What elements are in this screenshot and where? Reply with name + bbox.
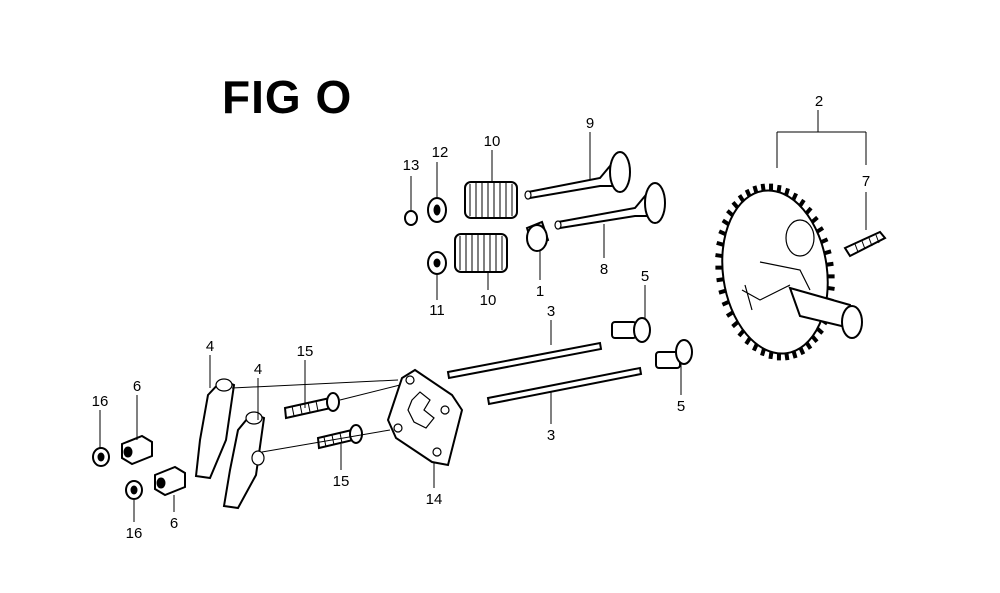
tappet-upper bbox=[611, 317, 651, 343]
valve-stem-seal bbox=[525, 220, 550, 252]
callouts: 13 12 10 9 2 7 11 10 1 8 5 3 4 4 15 16 6… bbox=[92, 93, 871, 542]
callout-6-upper: 6 bbox=[133, 378, 141, 395]
callout-3-lower: 3 bbox=[547, 427, 555, 444]
rocker-arm-upper bbox=[194, 378, 236, 480]
callout-5-lower: 5 bbox=[677, 398, 685, 415]
gear-tooth bbox=[810, 335, 819, 344]
gear-tooth bbox=[827, 285, 835, 291]
gear-tooth bbox=[721, 218, 730, 226]
gear-tooth bbox=[791, 350, 798, 359]
gear-tooth bbox=[823, 249, 832, 256]
callout-12: 12 bbox=[432, 144, 449, 161]
pivot-lock-nut-upper bbox=[92, 447, 110, 467]
gear-tooth bbox=[810, 215, 819, 224]
callout-10-lower: 10 bbox=[480, 292, 497, 309]
intake-valve bbox=[524, 151, 631, 200]
rocker-pivot-bolt-lower bbox=[316, 424, 363, 450]
callout-7: 7 bbox=[862, 173, 870, 190]
alignment-lines bbox=[231, 379, 401, 453]
pivot-adjusting-nut-upper bbox=[121, 434, 153, 466]
tappet-lower bbox=[655, 339, 693, 369]
valve-spring-lower bbox=[454, 233, 508, 273]
callout-14: 14 bbox=[426, 491, 443, 508]
camshaft-pin bbox=[843, 230, 887, 258]
pivot-adjusting-nut-lower bbox=[154, 465, 186, 497]
gear-tooth bbox=[718, 229, 727, 237]
valve-keeper bbox=[404, 210, 418, 226]
rocker-arm-lower bbox=[222, 411, 266, 510]
exhaust-valve bbox=[554, 182, 666, 230]
gear-tooth bbox=[744, 337, 752, 346]
gear-tooth bbox=[731, 200, 740, 209]
callout-9: 9 bbox=[586, 115, 594, 132]
gear-tooth bbox=[784, 352, 790, 361]
push-rod-upper bbox=[446, 341, 603, 380]
gear-tooth bbox=[820, 237, 829, 245]
callout-3-upper: 3 bbox=[547, 303, 555, 320]
gear-tooth bbox=[721, 299, 730, 307]
callout-2: 2 bbox=[815, 93, 823, 110]
gear-tooth bbox=[731, 320, 740, 329]
valve-retainer-lower bbox=[427, 251, 447, 275]
callout-16-lower: 16 bbox=[126, 525, 143, 542]
callout-1: 1 bbox=[536, 283, 544, 300]
callout-8: 8 bbox=[600, 261, 608, 278]
leader-lines bbox=[99, 110, 867, 522]
gear-tooth bbox=[737, 329, 746, 338]
gear-tooth bbox=[816, 327, 824, 335]
callout-10-upper: 10 bbox=[484, 133, 501, 150]
gear-tooth bbox=[752, 185, 759, 194]
gear-tooth bbox=[716, 277, 724, 283]
push-rod-lower bbox=[486, 366, 643, 406]
gear-tooth bbox=[798, 198, 806, 207]
callout-6-lower: 6 bbox=[170, 515, 178, 532]
callout-4-upper: 4 bbox=[206, 338, 214, 355]
gear-tooth bbox=[804, 206, 813, 215]
gear-tooth bbox=[826, 261, 834, 267]
gear-tooth bbox=[791, 192, 798, 201]
gear-tooth bbox=[760, 183, 766, 192]
gear-tooth bbox=[718, 288, 727, 295]
callout-15-upper: 15 bbox=[297, 343, 314, 360]
rocker-arm-plate bbox=[386, 368, 464, 467]
gear-tooth bbox=[752, 343, 759, 352]
callout-4-lower: 4 bbox=[254, 361, 262, 378]
camshaft-gear bbox=[715, 183, 863, 361]
rocker-pivot-bolt-upper bbox=[283, 392, 340, 420]
callout-11: 11 bbox=[429, 302, 445, 319]
valve-retainer-upper bbox=[427, 197, 447, 223]
callout-5-upper: 5 bbox=[641, 268, 649, 285]
callout-13: 13 bbox=[403, 157, 420, 174]
callout-15-lower: 15 bbox=[333, 473, 350, 490]
pivot-lock-nut-lower bbox=[125, 480, 143, 500]
gear-tooth bbox=[726, 209, 734, 217]
figure-title: FIG O bbox=[222, 71, 353, 123]
callout-16-upper: 16 bbox=[92, 393, 109, 410]
gear-tooth bbox=[715, 253, 723, 259]
valve-spring-upper bbox=[464, 181, 518, 219]
